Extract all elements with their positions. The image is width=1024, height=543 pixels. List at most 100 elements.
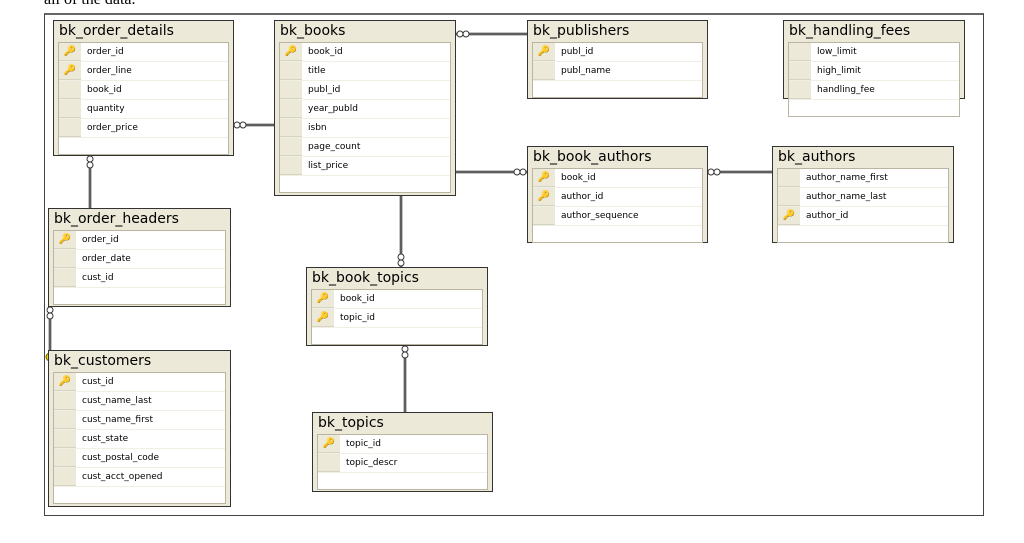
table-title[interactable]: bk_order_details	[59, 23, 174, 39]
table-bk-book-topics[interactable]: bk_book_topics🔑book_id🔑topic_id	[306, 267, 488, 346]
column-row[interactable]: quantity	[59, 100, 228, 119]
column-row[interactable]: title	[280, 62, 450, 81]
column-row[interactable]: cust_postal_code	[54, 449, 225, 468]
column-row[interactable]: publ_name	[533, 62, 702, 81]
table-title[interactable]: bk_topics	[318, 415, 384, 431]
column-row[interactable]: topic_descr	[318, 454, 487, 473]
column-row[interactable]: 🔑book_id	[533, 169, 702, 188]
table-bk-publishers[interactable]: bk_publishers 🔑publ_id publ_name	[527, 20, 708, 99]
table-bk-topics[interactable]: bk_topics 🔑topic_id topic_descr	[312, 412, 493, 492]
column-row[interactable]: cust_id	[54, 269, 225, 288]
column-name: low_limit	[817, 47, 857, 57]
column-name: publ_id	[561, 47, 594, 57]
column-name: order_line	[87, 66, 132, 76]
row-selector	[54, 250, 76, 268]
column-row[interactable]: cust_acct_opened	[54, 468, 225, 487]
caption-text: all of the data.	[44, 0, 136, 9]
row-selector	[280, 138, 302, 156]
column-row[interactable]: cust_name_last	[54, 392, 225, 411]
column-row[interactable]: 🔑order_id	[54, 231, 225, 250]
table-title[interactable]: bk_books	[280, 23, 346, 39]
column-row[interactable]: order_date	[54, 250, 225, 269]
column-row[interactable]: 🔑book_id	[280, 43, 450, 62]
column-row[interactable]: page_count	[280, 138, 450, 157]
row-selector	[533, 62, 555, 80]
column-row[interactable]: 🔑book_id	[312, 290, 482, 309]
relationship-line[interactable]	[444, 167, 527, 177]
primary-key-icon: 🔑	[312, 290, 334, 308]
column-name: cust_name_last	[82, 396, 152, 406]
row-selector	[54, 430, 76, 448]
table-title[interactable]: bk_handling_fees	[789, 23, 911, 39]
column-row[interactable]: 🔑topic_id	[312, 309, 482, 328]
row-selector	[280, 81, 302, 99]
column-row[interactable]: order_price	[59, 119, 228, 138]
relationship-line[interactable]	[396, 183, 406, 267]
column-row[interactable]: 🔑cust_id	[54, 373, 225, 392]
column-row[interactable]: handling_fee	[789, 81, 959, 100]
infinity-icon	[86, 155, 94, 169]
column-row[interactable]: book_id	[59, 81, 228, 100]
primary-key-icon: 🔑	[280, 43, 302, 61]
column-row[interactable]: isbn	[280, 119, 450, 138]
row-selector	[59, 119, 81, 137]
column-row[interactable]: author_name_last	[778, 188, 948, 207]
table-title[interactable]: bk_customers	[54, 353, 152, 369]
column-name: cust_id	[82, 273, 114, 283]
column-row[interactable]: 🔑author_id	[533, 188, 702, 207]
column-row[interactable]: list_price	[280, 157, 450, 176]
primary-key-icon: 🔑	[318, 435, 340, 453]
column-name: author_sequence	[561, 211, 639, 221]
primary-key-icon: 🔑	[59, 62, 81, 80]
column-name: page_count	[308, 142, 361, 152]
column-row[interactable]: year_publd	[280, 100, 450, 119]
column-list: 🔑book_id🔑author_id author_sequence	[532, 168, 703, 243]
column-name: publ_id	[308, 85, 341, 95]
column-row[interactable]: 🔑publ_id	[533, 43, 702, 62]
row-selector	[54, 468, 76, 486]
column-list: 🔑book_id🔑topic_id	[311, 289, 483, 345]
column-name: title	[308, 66, 326, 76]
table-title[interactable]: bk_order_headers	[54, 211, 179, 227]
infinity-icon	[397, 253, 405, 267]
column-row[interactable]: 🔑author_id	[778, 207, 948, 226]
column-name: book_id	[561, 173, 596, 183]
column-row[interactable]: 🔑order_id	[59, 43, 228, 62]
table-title[interactable]: bk_book_topics	[312, 270, 419, 286]
row-selector	[533, 207, 555, 225]
table-bk-book-authors[interactable]: bk_book_authors 🔑book_id🔑author_id author_…	[527, 146, 708, 243]
column-name: order_price	[87, 123, 138, 133]
table-title[interactable]: bk_authors	[778, 149, 856, 165]
row-selector	[280, 62, 302, 80]
column-list: 🔑publ_id publ_name	[532, 42, 703, 98]
column-row[interactable]: author_name_first	[778, 169, 948, 188]
column-row[interactable]: author_sequence	[533, 207, 702, 226]
table-title[interactable]: bk_publishers	[533, 23, 630, 39]
table-title[interactable]: bk_book_authors	[533, 149, 652, 165]
column-row[interactable]: cust_name_first	[54, 411, 225, 430]
table-bk-customers[interactable]: bk_customers 🔑cust_id cust_name_last cust_n…	[48, 350, 231, 507]
column-row[interactable]: 🔑topic_id	[318, 435, 487, 454]
column-name: topic_descr	[346, 458, 398, 468]
column-name: topic_id	[340, 313, 375, 323]
column-row[interactable]: high_limit	[789, 62, 959, 81]
column-name: publ_name	[561, 66, 611, 76]
column-row[interactable]: publ_id	[280, 81, 450, 100]
row-selector	[59, 81, 81, 99]
column-row[interactable]: 🔑 order_line	[59, 62, 228, 81]
column-row[interactable]: cust_state	[54, 430, 225, 449]
row-selector	[280, 100, 302, 118]
column-name: order_id	[87, 47, 124, 57]
primary-key-icon: 🔑	[778, 207, 800, 225]
column-row[interactable]: low_limit	[789, 43, 959, 62]
relationship-line[interactable]	[456, 29, 539, 39]
